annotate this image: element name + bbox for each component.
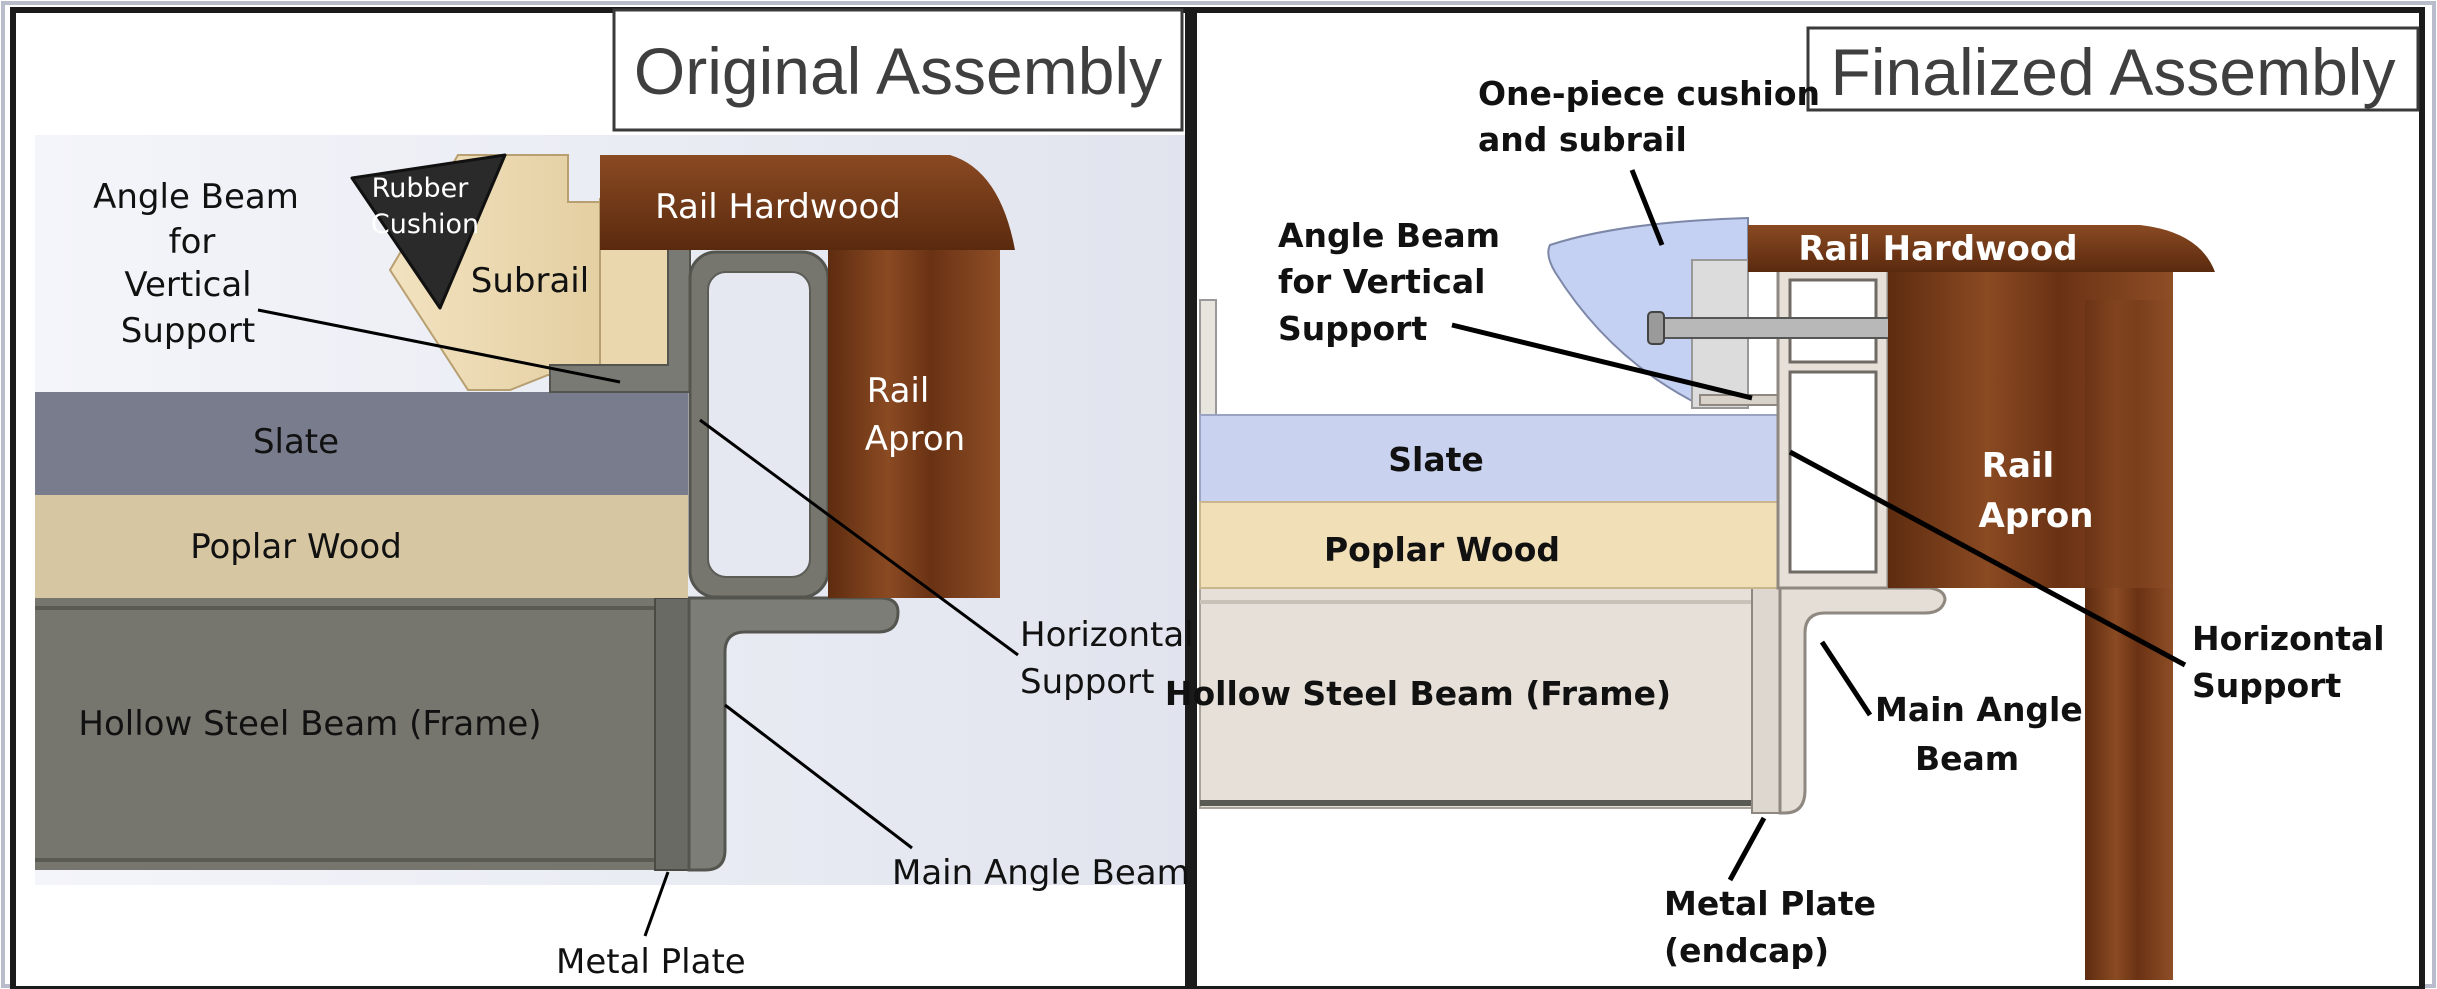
label-horizontal-support-final-1: Horizontal [2192, 619, 2385, 658]
metal-plate-endcap-final [1751, 587, 1781, 814]
rail-hardwood-final [1748, 225, 2215, 272]
label-horizontal-support-2: Support [1020, 662, 1154, 702]
label-rubber-cushion-2: Cushion [371, 209, 479, 240]
label-main-angle-beam: Main Angle Beam [892, 853, 1190, 893]
leader-main-angle-beam-final [1819, 640, 1873, 717]
label-rail-apron-1: Rail [867, 371, 930, 411]
label-cushion-subrail-2: and subrail [1478, 120, 1687, 159]
label-slate-final: Slate [1388, 440, 1484, 479]
label-poplar-wood-final: Poplar Wood [1324, 530, 1560, 569]
label-main-angle-beam-final-1: Main Angle [1875, 690, 2083, 729]
label-angle-beam-4: Support [121, 311, 255, 351]
label-rail-apron-final-2: Apron [1979, 496, 2094, 536]
left-panel-original: Original Assembly Rubber Cushion Subrail… [10, 7, 1194, 989]
title-box-original [612, 8, 1184, 132]
label-metal-plate-final-1: Metal Plate [1664, 884, 1876, 923]
title-original: Original Assembly [634, 34, 1162, 108]
label-subrail: Subrail [471, 261, 589, 301]
leader-main-angle-beam [724, 703, 913, 850]
label-angle-beam-2: for [169, 222, 216, 262]
title-final: Finalized Assembly [1831, 35, 2396, 109]
label-main-angle-beam-final-2: Beam [1915, 739, 2019, 778]
label-rail-apron-final-1: Rail [1982, 446, 2054, 486]
label-metal-plate: Metal Plate [556, 942, 746, 982]
poplar-wood-final [1199, 501, 1779, 589]
label-angle-beam-3: Vertical [124, 265, 251, 305]
label-poplar-wood: Poplar Wood [190, 527, 402, 567]
leader-horizontal-support [699, 418, 1019, 657]
leader-angle-beam-final [1451, 322, 1753, 401]
metal-plate-original [654, 597, 690, 871]
rail-apron-original [828, 245, 1000, 598]
main-angle-beam-original [687, 596, 900, 872]
label-metal-plate-final-2: (endcap) [1664, 931, 1829, 970]
rail-hardwood-original [600, 155, 1015, 250]
leader-metal-plate [643, 871, 670, 937]
label-horizontal-support-1: Horizontal [1020, 615, 1194, 655]
poplar-wood-original [35, 495, 688, 598]
slate-original [35, 392, 688, 495]
label-hollow-steel-beam: Hollow Steel Beam (Frame) [78, 704, 541, 744]
label-angle-beam-final-2: for Vertical [1278, 262, 1485, 301]
title-box-final [1806, 26, 2420, 112]
label-angle-beam-final-3: Support [1278, 309, 1427, 348]
label-hollow-steel-beam-final: Hollow Steel Beam (Frame) [1165, 674, 1671, 713]
right-panel-finalized: Finalized Assembly One-piece cushion and… [1165, 7, 2425, 989]
slate-final [1199, 414, 1779, 503]
label-rail-apron-2: Apron [865, 419, 965, 459]
label-rail-hardwood: Rail Hardwood [655, 187, 901, 227]
label-angle-beam-1: Angle Beam [93, 177, 299, 217]
leader-angle-beam [257, 308, 621, 384]
label-angle-beam-final-1: Angle Beam [1278, 216, 1500, 255]
label-rubber-cushion-1: Rubber [372, 173, 470, 204]
label-rail-hardwood-final: Rail Hardwood [1798, 229, 2077, 269]
leader-horizontal-support-final [1788, 449, 2187, 668]
rubber-cushion-original [350, 153, 507, 310]
leader-metal-plate-final [1727, 816, 1767, 882]
main-angle-beam-final [1778, 586, 1947, 815]
hollow-steel-beam-original [35, 598, 660, 870]
label-cushion-subrail-1: One-piece cushion [1478, 74, 1820, 113]
label-slate: Slate [253, 422, 339, 462]
label-horizontal-support-final-2: Support [2192, 666, 2341, 705]
leader-cushion-subrail [1629, 169, 1665, 246]
